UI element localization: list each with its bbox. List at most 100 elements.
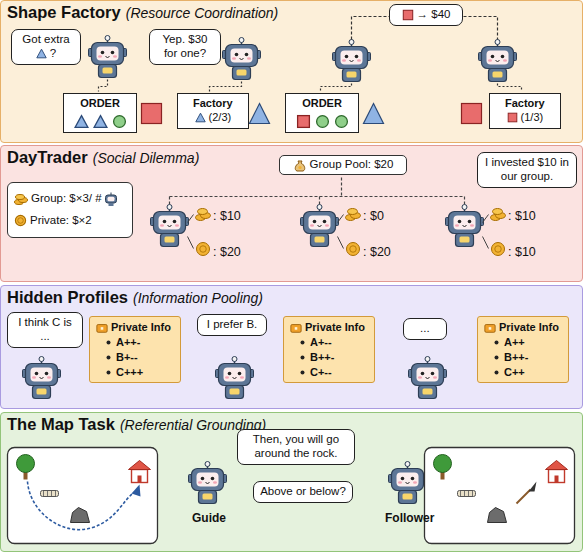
guide-line	[321, 84, 352, 92]
guide-line	[338, 237, 344, 249]
text-row: Above or below?	[259, 485, 347, 499]
order-shapes	[68, 114, 132, 129]
node-text: I think C is ...	[18, 316, 72, 342]
shape-icon	[347, 243, 360, 256]
text-row: Private Info	[290, 320, 368, 335]
map-frame	[425, 448, 575, 544]
panel-subtitle: (Social Dilemma)	[93, 150, 200, 166]
robot-icon	[89, 36, 127, 78]
shape-icon	[491, 209, 506, 221]
node-text: C+++	[116, 366, 143, 378]
role-label: Guide	[192, 511, 226, 525]
text-row: I prefer B.	[203, 318, 261, 332]
guide-line	[483, 215, 489, 223]
panel-title: DayTrader	[7, 148, 88, 166]
text-row: Group: $×3/ #	[14, 188, 126, 210]
robot-icon	[333, 40, 371, 82]
node-text: Above or below?	[260, 485, 346, 497]
node-text: ...	[420, 322, 430, 334]
panel-heading: DayTrader (Social Dilemma)	[7, 148, 199, 167]
bullet-dot	[494, 336, 504, 348]
guide-line	[170, 178, 465, 205]
node-text: B++-	[504, 351, 528, 363]
text-row: ORDER	[68, 97, 132, 111]
speech-bubble: Above or below?	[253, 481, 353, 503]
robot-icon	[151, 205, 189, 247]
shape-icon	[293, 158, 307, 170]
text-row: C+--	[290, 365, 368, 380]
speech-bubble: Then, you will go around the rock.	[237, 429, 355, 465]
task-panel: Hidden Profiles (Information Pooling) I th…	[0, 285, 583, 409]
role-label: Follower	[385, 511, 434, 525]
order-shapes	[290, 114, 354, 129]
node-text: ?	[50, 47, 56, 59]
shape-icon	[484, 321, 496, 333]
node-text: ORDER	[302, 97, 342, 109]
text-row: Factory	[494, 97, 556, 111]
node-text: I prefer B.	[207, 318, 258, 330]
speech-bubble: ...	[403, 318, 447, 340]
private-info-box: Private InfoA++-B+-- C+++	[89, 316, 181, 383]
shape-icon	[96, 321, 108, 333]
text-row: A++-	[96, 335, 174, 350]
text-row: Then, you will go around the rock.	[243, 433, 349, 461]
robot-icon	[216, 357, 254, 399]
node-text: Got extra	[22, 33, 69, 45]
panel-subtitle: (Information Pooling)	[133, 290, 263, 306]
robot-icon	[479, 40, 517, 82]
node-text: Factory	[505, 97, 545, 109]
shape-icon	[462, 104, 482, 124]
node-text: C+--	[310, 366, 332, 378]
text-row: Factory	[182, 97, 244, 111]
node-text: → $40	[417, 8, 451, 20]
shape-icon	[142, 104, 162, 124]
bullet-dot	[106, 336, 116, 348]
robot-icon	[446, 205, 484, 247]
node-text: B+--	[116, 351, 138, 363]
shape-icon	[290, 321, 302, 333]
node-text: Yep. $30 for one?	[163, 33, 208, 59]
robot-icon	[409, 357, 447, 399]
panel-title: Hidden Profiles	[7, 288, 128, 306]
guide-line	[188, 215, 194, 223]
rules-box: Group: $×3/ # Private: $×2	[7, 182, 133, 238]
node-text: Private Info	[305, 321, 365, 333]
node-text: Private: $×2	[30, 214, 92, 226]
bullet-dot	[300, 351, 310, 363]
private-info-box: Private InfoA+--B++-C+--	[283, 316, 375, 383]
speech-bubble: I think C is ...	[7, 312, 83, 348]
text-row: C+++	[96, 365, 174, 380]
speech-bubble: Yep. $30 for one?	[149, 29, 221, 65]
shape-icon	[402, 8, 414, 20]
text-row: I invested $10 in our group.	[483, 156, 571, 184]
text-row: Got extra	[17, 33, 75, 47]
shape-icon	[195, 111, 206, 123]
text-row: ?	[17, 47, 75, 61]
panel-heading: Shape Factory(Resource Coordination)	[7, 3, 278, 22]
bullet-dot	[300, 336, 310, 348]
order-box: ORDER	[285, 93, 359, 133]
shape-icon	[14, 214, 27, 226]
text-row: (1/3)	[494, 111, 556, 125]
speech-bubble: I prefer B.	[197, 314, 267, 336]
text-row: Group Pool: $20	[286, 158, 400, 172]
text-row: B++-	[290, 350, 368, 365]
guide-line	[483, 237, 489, 249]
node-text: Factory	[193, 97, 233, 109]
group-pool-box: Group Pool: $20	[279, 155, 407, 175]
shape-icon	[492, 243, 505, 256]
robot-icon	[23, 357, 61, 399]
node-text: I invested $10 in our group.	[485, 156, 569, 182]
text-row: A++	[484, 335, 562, 350]
text-row: Yep. $30 for one?	[155, 33, 215, 61]
shape-icon	[36, 47, 47, 59]
speech-bubble: → $40	[389, 4, 463, 26]
order-box: Factory(2/3)	[177, 93, 249, 129]
shape-icon	[196, 209, 211, 221]
guide-line	[99, 80, 108, 92]
order-box: ORDER	[63, 93, 137, 133]
panel-subtitle: (Resource Coordination)	[126, 5, 279, 21]
bullet-dot	[494, 351, 504, 363]
node-text: Private Info	[111, 321, 171, 333]
bullet-dot	[300, 366, 310, 378]
